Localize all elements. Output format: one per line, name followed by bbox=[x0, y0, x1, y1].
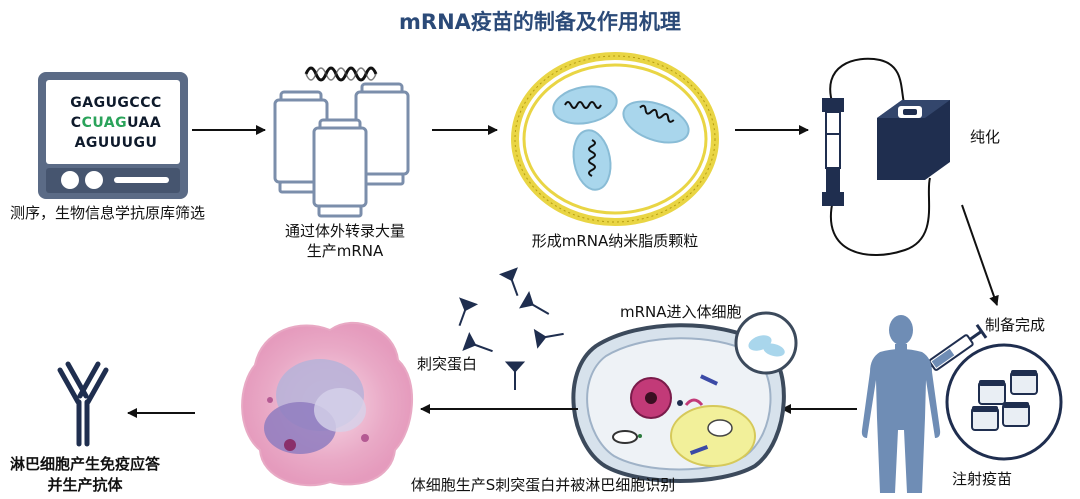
somatic-cell-icon bbox=[571, 323, 786, 483]
sequence-line-2-highlight: CUAG bbox=[81, 115, 128, 131]
diagram-title: mRNA疫苗的制备及作用机理 bbox=[399, 10, 681, 34]
sequence-line-1: GAGUGCCC bbox=[70, 95, 162, 111]
sequence-line-2-post: UAA bbox=[127, 115, 162, 131]
label-recognition: 体细胞生产S刺突蛋白并被淋巴细胞识别 bbox=[410, 476, 676, 494]
sequence-line-3: AGUUUGU bbox=[74, 135, 158, 151]
label-spike-protein: 刺突蛋白 bbox=[417, 355, 478, 373]
label-nanoparticle: 形成mRNA纳米脂质颗粒 bbox=[531, 232, 699, 250]
person-icon bbox=[861, 315, 941, 493]
lymphocyte-icon bbox=[241, 321, 414, 487]
label-purification: 纯化 bbox=[970, 128, 1001, 146]
label-transcription-line-2: 生产mRNA bbox=[306, 242, 384, 260]
mrna-entry-inset-icon bbox=[734, 311, 798, 375]
sequence-line-2-pre: C bbox=[70, 115, 82, 131]
label-injection: 注射疫苗 bbox=[952, 470, 1013, 488]
purification-apparatus-icon bbox=[822, 57, 950, 256]
label-cell-entry: mRNA进入体细胞 bbox=[620, 303, 742, 321]
label-sequencing: 测序，生物信息学抗原库筛选 bbox=[10, 204, 206, 222]
label-antibody-line-1: 淋巴细胞产生免疫应答 bbox=[9, 455, 160, 473]
mrna-strand-icon bbox=[304, 66, 378, 82]
monitor-icon bbox=[38, 72, 188, 199]
antibody-icon bbox=[57, 361, 109, 447]
label-transcription-line-1: 通过体外转录大量 bbox=[284, 222, 405, 240]
tubes-icon bbox=[273, 82, 410, 218]
vaccine-vials-icon bbox=[945, 343, 1063, 461]
spike-protein-icon bbox=[458, 267, 564, 390]
label-antibody-line-2: 并生产抗体 bbox=[47, 476, 123, 494]
label-prepared: 制备完成 bbox=[985, 316, 1046, 334]
sequence-line-2: CCUAGUAA bbox=[52, 115, 180, 131]
arrow-purification-to-prepared bbox=[961, 204, 999, 306]
lipid-nanoparticle-icon bbox=[511, 52, 719, 226]
